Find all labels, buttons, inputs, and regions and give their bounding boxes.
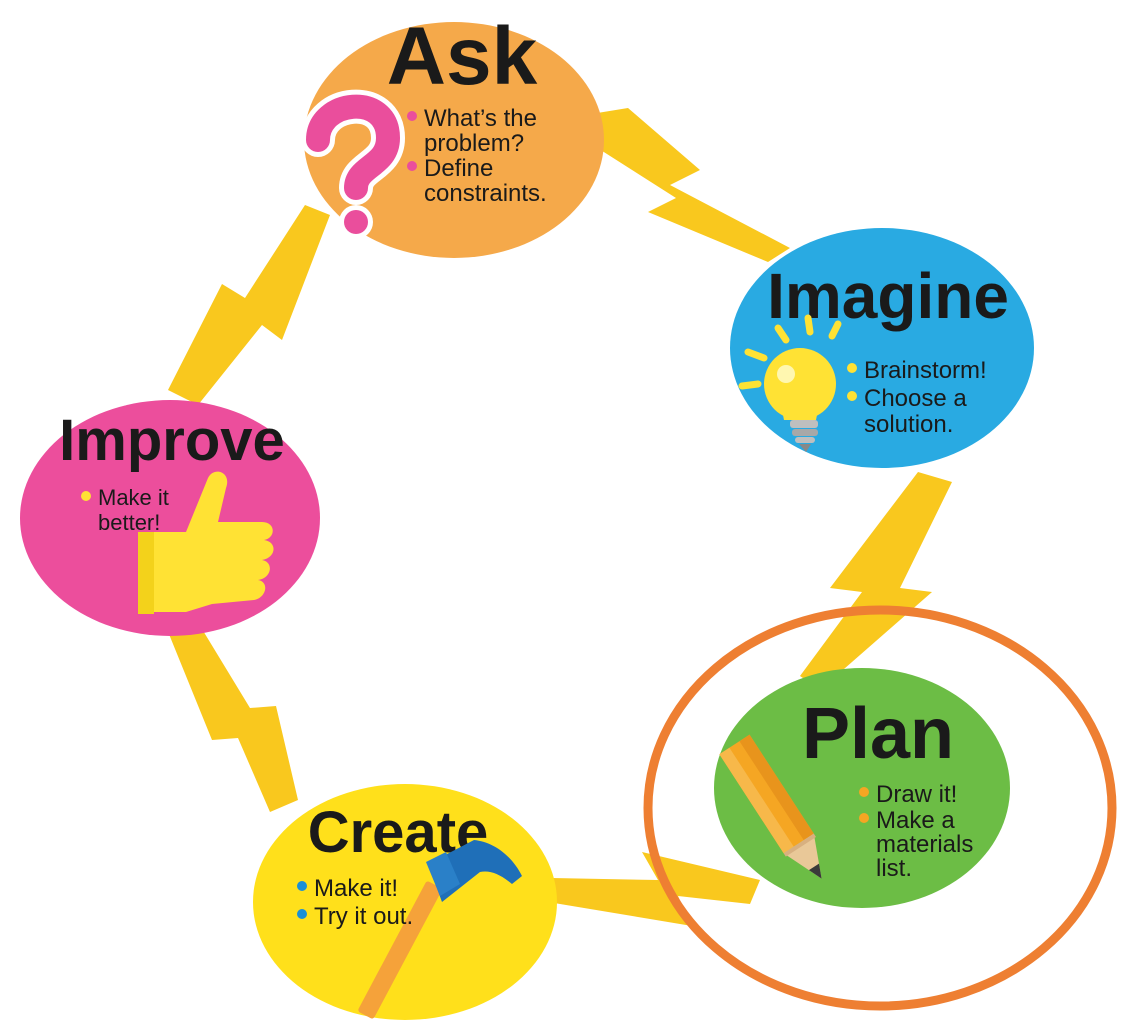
step-plan: Plan Draw it! Make a materials list. <box>714 668 1010 908</box>
plan-bullet-2: Make a <box>876 807 955 834</box>
step-imagine: Imagine Brainstorm! Choose a solution. <box>730 228 1034 468</box>
bolt-ask-to-imagine <box>585 108 790 262</box>
create-bullet-2: Try it out. <box>314 903 413 930</box>
thumbs-up-icon <box>138 471 274 614</box>
plan-title: Plan <box>802 694 954 774</box>
step-improve: Improve Make it better! <box>20 400 320 636</box>
plan-bullet-2-cont: materials <box>876 831 973 858</box>
imagine-bullet-2-cont: solution. <box>864 411 953 438</box>
imagine-bullet-dot <box>847 363 857 373</box>
bolt-improve-to-ask <box>168 205 330 405</box>
plan-bullet-1: Draw it! <box>876 781 957 808</box>
question-mark-icon <box>301 89 406 239</box>
create-bullet-dot <box>297 909 307 919</box>
imagine-bullets: Brainstorm! Choose a solution. <box>847 357 987 438</box>
improve-bullet-1: Make it <box>98 485 169 510</box>
plan-bullet-dot <box>859 787 869 797</box>
imagine-bullet-1: Brainstorm! <box>864 357 987 384</box>
ask-bullet-dot <box>407 161 417 171</box>
ask-bullet-1-cont: problem? <box>424 130 524 157</box>
imagine-title: Imagine <box>767 260 1009 332</box>
improve-bullet-1-cont: better! <box>98 510 160 535</box>
imagine-bullet-dot <box>847 391 857 401</box>
plan-bullet-dot <box>859 813 869 823</box>
plan-bullet-2-cont-2: list. <box>876 855 912 882</box>
hammer-icon <box>358 840 522 1019</box>
bolt-create-to-improve <box>160 606 298 812</box>
improve-title: Improve <box>59 408 285 473</box>
improve-bullet-dot <box>81 491 91 501</box>
pencil-icon <box>719 734 822 879</box>
imagine-bullet-2: Choose a <box>864 385 967 412</box>
ask-bullet-dot <box>407 111 417 121</box>
ask-bullet-1: What’s the <box>424 105 537 132</box>
ask-bullets: What’s the problem? Define constraints. <box>407 105 547 207</box>
light-bulb-icon <box>738 314 842 452</box>
plan-bullets: Draw it! Make a materials list. <box>859 781 973 882</box>
bolt-plan-to-create <box>548 852 760 926</box>
ask-bullet-2-cont: constraints. <box>424 180 547 207</box>
create-bullets: Make it! Try it out. <box>297 875 413 930</box>
ask-bullet-2: Define <box>424 155 493 182</box>
ask-title: Ask <box>387 11 538 102</box>
plan-highlight-ring <box>643 605 1117 1011</box>
bolt-imagine-to-plan <box>800 472 952 690</box>
step-create: Create Make it! Try it out. <box>253 784 557 1020</box>
create-bullet-dot <box>297 881 307 891</box>
create-bullet-1: Make it! <box>314 875 398 902</box>
ask-circle <box>304 22 604 258</box>
improve-bullets: Make it better! <box>81 485 169 535</box>
step-ask: Ask What’s the problem? Define constrain… <box>301 11 604 258</box>
connectors <box>160 108 952 926</box>
